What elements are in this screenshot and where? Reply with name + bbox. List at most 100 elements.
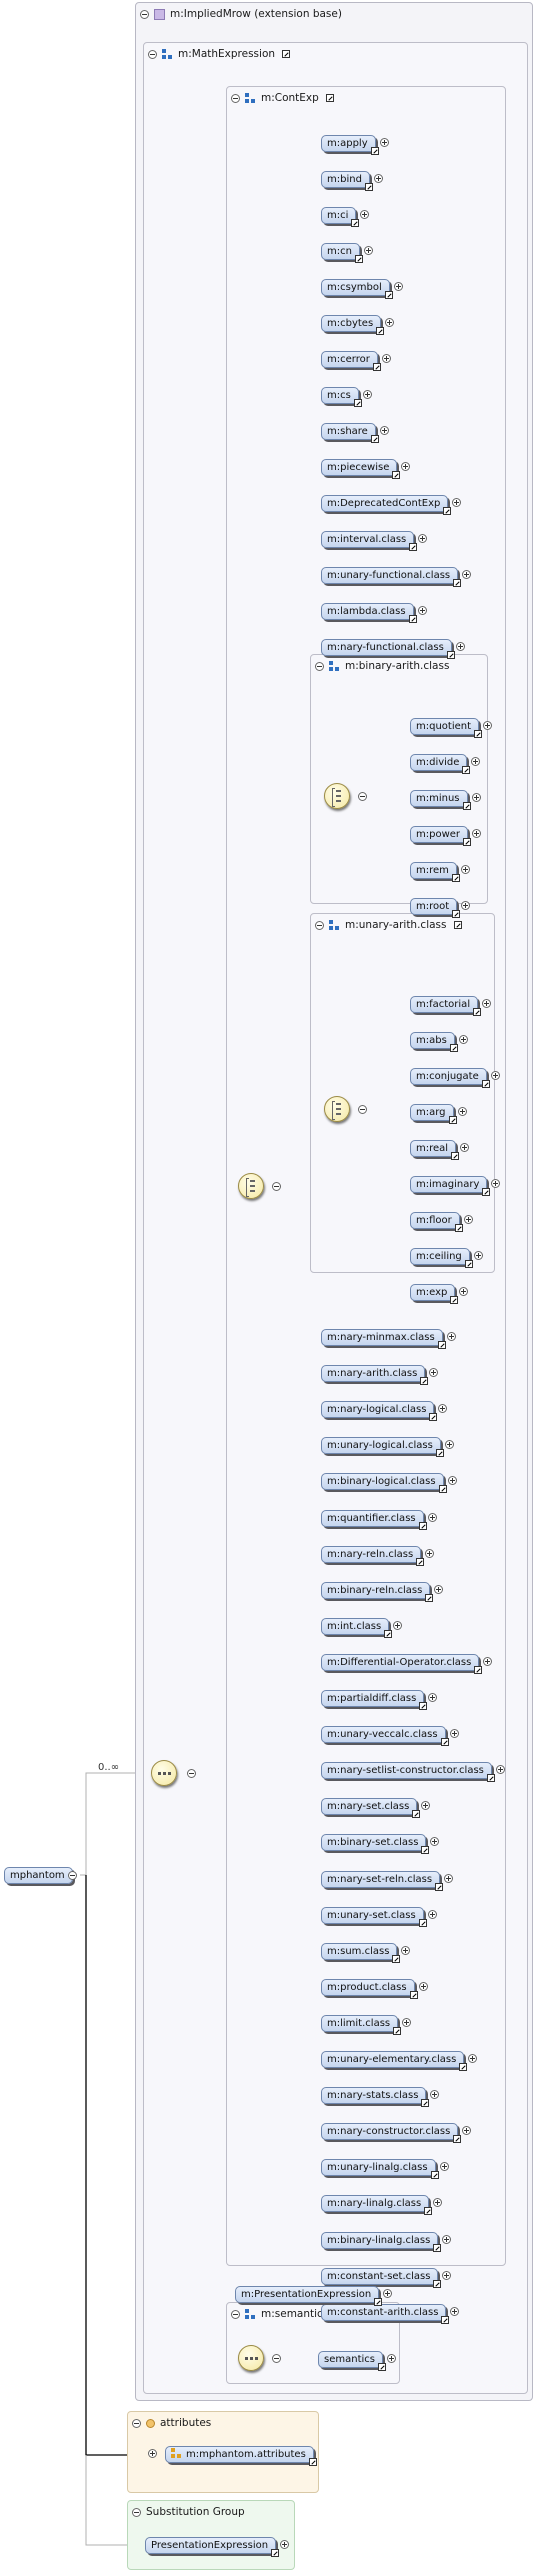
choice-compositor[interactable] xyxy=(238,1173,264,1199)
expand-toggle[interactable] xyxy=(381,354,391,363)
contexp-item[interactable]: m:nary-functional.class xyxy=(321,639,455,659)
unary-arith-choice-compositor[interactable] xyxy=(324,1096,350,1122)
link-icon[interactable] xyxy=(353,399,362,407)
expand-toggle[interactable] xyxy=(373,174,383,183)
substitution-element[interactable]: PresentationExpression xyxy=(145,2537,280,2557)
collapse-toggle[interactable] xyxy=(140,9,149,19)
contexp-item[interactable]: m:nary-logical.class xyxy=(321,1401,438,1422)
contexp-item[interactable]: m:nary-set-reln.class xyxy=(321,1870,444,1891)
contexp-item[interactable]: m:sum.class xyxy=(321,1942,401,1963)
expand-toggle[interactable] xyxy=(421,1801,431,1811)
expand-toggle[interactable] xyxy=(401,1945,411,1955)
expand-toggle[interactable] xyxy=(402,2017,412,2027)
expand-toggle[interactable] xyxy=(439,2162,449,2172)
link-icon[interactable] xyxy=(454,1224,463,1232)
contexp-item[interactable]: m:nary-constructor.class xyxy=(321,2123,462,2144)
link-icon[interactable] xyxy=(377,2363,386,2371)
contexp-item[interactable]: m:quantifier.class xyxy=(321,1509,427,1530)
expand-toggle[interactable] xyxy=(473,1251,483,1260)
contexp-item[interactable]: m:share xyxy=(321,423,379,443)
contexp-item[interactable]: m:DeprecatedContExp xyxy=(321,495,452,515)
collapse-toggle[interactable] xyxy=(187,1769,196,1778)
contexp-item[interactable]: m:nary-setlist-constructor.class xyxy=(321,1762,495,1783)
collapse-toggle[interactable] xyxy=(315,920,324,930)
contexp-item[interactable]: m:unary-set.class xyxy=(321,1906,427,1927)
collapse-toggle[interactable] xyxy=(315,661,324,671)
collapse-toggle[interactable] xyxy=(132,2507,141,2517)
unary-arith-item[interactable]: m:floor xyxy=(410,1212,463,1232)
link-icon[interactable] xyxy=(437,1341,446,1349)
expand-toggle[interactable] xyxy=(434,1584,444,1594)
link-icon[interactable] xyxy=(474,730,483,738)
expand-toggle[interactable] xyxy=(447,1476,457,1486)
collapse-toggle[interactable] xyxy=(68,1871,77,1880)
expand-toggle[interactable] xyxy=(455,642,465,651)
expand-toggle[interactable] xyxy=(430,1837,440,1847)
link-icon[interactable] xyxy=(418,1521,427,1530)
link-icon[interactable] xyxy=(425,1593,434,1602)
link-icon[interactable] xyxy=(282,50,291,58)
link-icon[interactable] xyxy=(451,874,460,882)
collapse-toggle[interactable] xyxy=(272,1182,281,1191)
expand-toggle[interactable] xyxy=(428,1693,438,1702)
expand-toggle[interactable] xyxy=(438,1404,448,1414)
link-icon[interactable] xyxy=(435,1882,444,1891)
link-icon[interactable] xyxy=(412,1810,421,1819)
binary-arith-item[interactable]: m:rem xyxy=(410,862,460,882)
semantics-element[interactable]: semantics xyxy=(318,2351,386,2371)
expand-toggle[interactable] xyxy=(472,829,482,838)
binary-arith-choice-compositor[interactable] xyxy=(324,783,350,809)
expand-toggle[interactable] xyxy=(461,901,471,910)
collapse-toggle[interactable] xyxy=(272,2354,281,2363)
expand-toggle[interactable] xyxy=(363,246,373,255)
contexp-item[interactable]: m:unary-linalg.class xyxy=(321,2159,439,2180)
expand-toggle[interactable] xyxy=(393,1620,403,1630)
link-icon[interactable] xyxy=(392,471,401,479)
unary-arith-item[interactable]: m:abs xyxy=(410,1032,458,1052)
contexp-item[interactable]: m:binary-logical.class xyxy=(321,1473,447,1494)
contexp-item[interactable]: m:constant-arith.class xyxy=(321,2303,450,2324)
expand-toggle[interactable] xyxy=(452,498,462,507)
expand-toggle[interactable] xyxy=(458,1035,468,1044)
contexp-item[interactable]: m:limit.class xyxy=(321,2014,402,2035)
expand-toggle[interactable] xyxy=(468,2054,478,2063)
contexp-item[interactable]: m:nary-minmax.class xyxy=(321,1329,446,1349)
link-icon[interactable] xyxy=(325,94,334,102)
contexp-item[interactable]: m:apply xyxy=(321,135,379,155)
expand-toggle[interactable] xyxy=(460,1143,470,1152)
contexp-item[interactable]: m:csymbol xyxy=(321,279,393,299)
link-icon[interactable] xyxy=(408,615,417,623)
link-icon[interactable] xyxy=(384,1629,393,1638)
link-icon[interactable] xyxy=(364,183,373,191)
expand-toggle[interactable] xyxy=(459,1287,469,1296)
link-icon[interactable] xyxy=(474,1665,483,1674)
contexp-item[interactable]: m:product.class xyxy=(321,1978,418,1999)
expand-toggle[interactable] xyxy=(463,1215,473,1224)
expand-toggle[interactable] xyxy=(417,606,427,615)
link-icon[interactable] xyxy=(459,2063,468,2071)
expand-toggle[interactable] xyxy=(383,2289,393,2298)
contexp-item[interactable]: m:constant-set.class xyxy=(321,2267,442,2288)
expand-toggle[interactable] xyxy=(446,1332,456,1341)
expand-toggle[interactable] xyxy=(386,2354,396,2363)
link-icon[interactable] xyxy=(433,2243,442,2252)
expand-toggle[interactable] xyxy=(449,1729,459,1739)
sequence-compositor[interactable] xyxy=(151,1760,177,1786)
contexp-item[interactable]: m:unary-logical.class xyxy=(321,1437,444,1458)
contexp-item[interactable]: m:nary-arith.class xyxy=(321,1365,429,1386)
collapse-toggle[interactable] xyxy=(132,2418,141,2428)
link-icon[interactable] xyxy=(429,1413,438,1422)
collapse-toggle[interactable] xyxy=(231,93,240,103)
expand-toggle[interactable] xyxy=(425,1548,435,1558)
expand-toggle[interactable] xyxy=(427,1512,437,1522)
link-icon[interactable] xyxy=(443,507,452,515)
expand-toggle[interactable] xyxy=(483,1656,493,1666)
contexp-item[interactable]: m:lambda.class xyxy=(321,603,417,623)
collapse-toggle[interactable] xyxy=(358,1105,367,1114)
contexp-item[interactable]: m:unary-elementary.class xyxy=(321,2051,468,2071)
expand-toggle[interactable] xyxy=(483,721,493,730)
link-icon[interactable] xyxy=(416,1557,425,1566)
contexp-item[interactable]: m:Differential-Operator.class xyxy=(321,1653,483,1674)
contexp-item[interactable]: m:bind xyxy=(321,171,373,191)
contexp-item[interactable]: m:nary-reln.class xyxy=(321,1545,425,1566)
